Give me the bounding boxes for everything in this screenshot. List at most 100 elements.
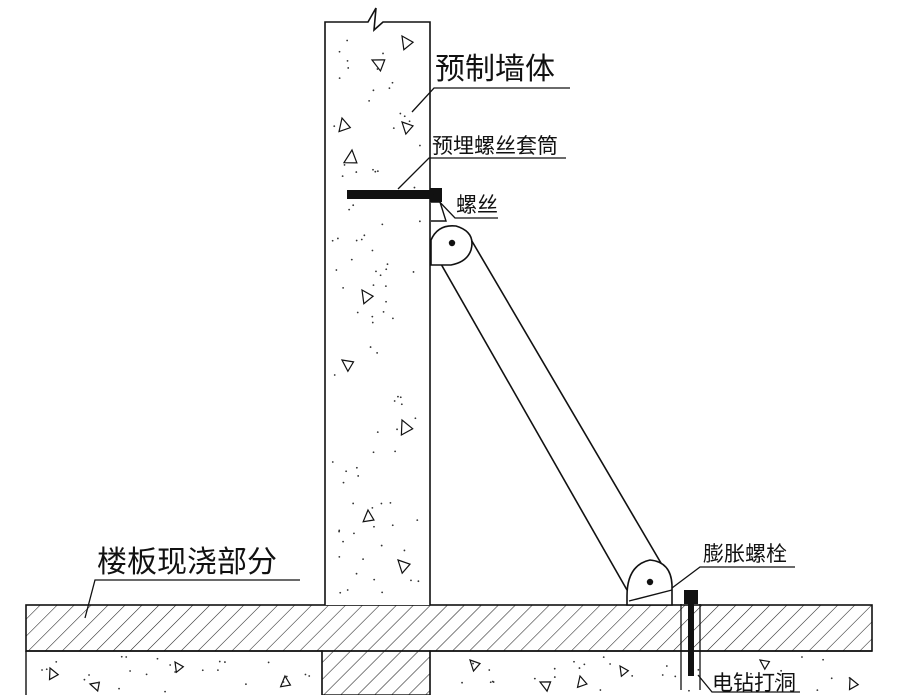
floor-cast-label: 楼板现浇部分 <box>97 545 277 580</box>
concrete-dot <box>413 186 416 189</box>
concrete-dot <box>389 501 392 504</box>
concrete-dot <box>372 168 374 171</box>
concrete-dot <box>553 676 556 678</box>
concrete-dot <box>801 656 803 658</box>
concrete-dot <box>338 530 340 533</box>
concrete-dot <box>125 656 128 658</box>
concrete-aggregate-mark <box>619 664 630 678</box>
floor-slab <box>25 604 873 695</box>
concrete-dot <box>164 690 166 693</box>
concrete-dot <box>578 667 581 669</box>
leader-lines <box>84 87 800 693</box>
concrete-dot <box>363 234 366 237</box>
concrete-dot <box>335 269 338 271</box>
concrete-dot <box>342 540 344 543</box>
concrete-aggregate-mark <box>397 559 412 575</box>
concrete-dot <box>118 687 120 690</box>
concrete-dot <box>396 428 398 431</box>
concrete-dot <box>385 300 387 303</box>
concrete-dot <box>399 396 402 399</box>
concrete-aggregate-mark <box>340 359 355 373</box>
concrete-dot <box>371 506 374 509</box>
concrete-dot <box>417 580 420 583</box>
bottom-brace-bracket <box>626 559 673 606</box>
concrete-dot <box>338 77 341 80</box>
concrete-dot <box>816 689 819 692</box>
concrete-dot <box>174 671 177 673</box>
concrete-dot <box>553 667 556 670</box>
concrete-dot <box>392 127 395 130</box>
concrete-dot <box>379 274 382 277</box>
concrete-aggregate-mark <box>361 288 375 305</box>
concrete-dot <box>376 68 379 70</box>
concrete-dot <box>55 660 58 663</box>
concrete-dot <box>381 591 384 594</box>
concrete-dot <box>408 120 411 123</box>
concrete-dot <box>346 39 349 42</box>
concrete-dot <box>368 99 371 102</box>
concrete-dot <box>308 675 311 677</box>
concrete-dot <box>416 519 419 522</box>
concrete-dot <box>381 223 384 226</box>
concrete-dot <box>217 669 219 671</box>
concrete-dot <box>156 657 159 660</box>
concrete-dot <box>399 112 402 115</box>
diagonal-brace <box>432 230 669 591</box>
concrete-dot <box>688 689 690 692</box>
concrete-dot <box>282 681 285 683</box>
concrete-dot <box>414 417 417 420</box>
concrete-dot <box>224 661 226 663</box>
concrete-dot <box>218 660 221 663</box>
concrete-dot <box>346 589 349 591</box>
concrete-dot <box>372 451 375 454</box>
concrete-dot <box>145 673 148 676</box>
embedded-sleeve-label: 预埋螺丝套筒 <box>432 134 558 158</box>
concrete-dot <box>362 558 364 560</box>
expansion-bolt <box>680 590 701 690</box>
concrete-dot <box>780 669 783 672</box>
concrete-dot <box>394 450 397 453</box>
concrete-dot <box>697 668 700 671</box>
concrete-dot <box>357 475 360 477</box>
concrete-dot <box>674 675 677 678</box>
concrete-dot <box>488 669 491 671</box>
concrete-dot <box>341 175 344 178</box>
concrete-dot <box>97 681 100 684</box>
concrete-dot <box>372 89 375 92</box>
concrete-dot <box>342 481 345 484</box>
concrete-dot <box>388 87 391 90</box>
concrete-dot <box>346 59 349 62</box>
concrete-dot <box>750 672 752 675</box>
concrete-dot <box>599 689 602 691</box>
concrete-aggregate-mark <box>279 674 292 688</box>
concrete-dot <box>352 204 355 207</box>
precast-wall-label: 预制墙体 <box>435 52 555 87</box>
concrete-dot <box>331 461 334 463</box>
concrete-dot <box>245 683 247 686</box>
concrete-aggregate-mark <box>342 148 358 164</box>
concrete-dot <box>45 668 48 671</box>
concrete-aggregate-mark <box>400 418 414 437</box>
concrete-dot <box>533 677 536 680</box>
concrete-dot <box>822 658 824 661</box>
concrete-dot <box>609 663 612 665</box>
concrete-aggregate-mark <box>48 666 60 681</box>
concrete-dot <box>665 665 668 667</box>
concrete-dot <box>374 170 377 173</box>
lower-precast-slab-right <box>429 650 872 695</box>
concrete-dot <box>393 400 396 402</box>
concrete-dot <box>830 677 833 680</box>
concrete-dot <box>385 268 388 271</box>
concrete-aggregate-mark <box>401 121 415 136</box>
concrete-dot <box>403 115 406 118</box>
concrete-dot <box>355 572 358 575</box>
lower-precast-slab-left <box>25 650 323 695</box>
concrete-aggregate-mark <box>848 676 860 691</box>
concrete-dot <box>376 431 379 434</box>
concrete-dot <box>120 655 123 658</box>
concrete-dot <box>304 673 307 676</box>
screw-label: 螺丝 <box>456 193 498 217</box>
concrete-dot <box>343 164 346 166</box>
embedded-sleeve-bar <box>347 188 442 202</box>
precast-wall <box>324 7 431 605</box>
